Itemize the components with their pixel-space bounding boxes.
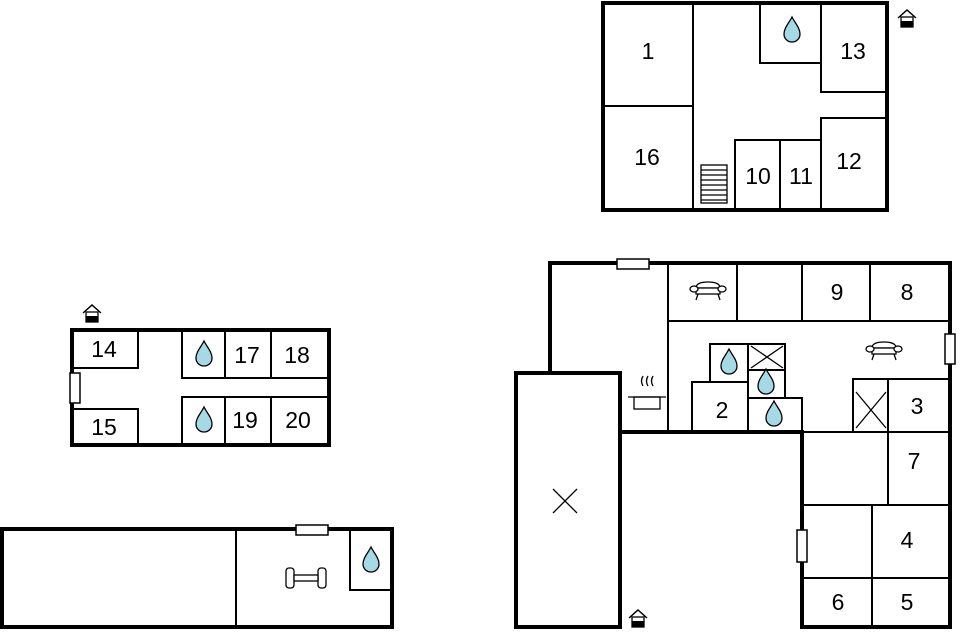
wall xyxy=(349,529,392,591)
water-drop-icon xyxy=(765,400,783,427)
entrance-house-icon xyxy=(897,9,917,28)
wall xyxy=(734,139,822,210)
stairs-icon xyxy=(700,164,728,204)
room-9-label: 9 xyxy=(831,279,844,305)
room-17-label: 17 xyxy=(234,342,260,368)
gym-building-outline xyxy=(0,527,394,629)
room-1-label: 1 xyxy=(642,38,655,64)
dumbbell-icon xyxy=(285,567,327,589)
sofa-icon xyxy=(689,281,727,301)
wall xyxy=(181,396,329,445)
room-18-label: 18 xyxy=(284,342,310,368)
wall xyxy=(802,505,950,627)
wall xyxy=(820,117,887,140)
sofa-icon xyxy=(865,341,903,361)
wall xyxy=(224,397,272,445)
water-drop-icon xyxy=(783,16,801,43)
main-floor-outline xyxy=(514,261,952,629)
cross-icon xyxy=(552,488,578,514)
room-10-label: 10 xyxy=(745,163,771,189)
door xyxy=(69,372,81,404)
cross-icon xyxy=(855,391,887,429)
cooking-pot-icon xyxy=(628,375,666,410)
entrance-house-icon xyxy=(628,609,648,628)
door xyxy=(616,258,650,270)
door xyxy=(295,524,329,536)
room-11-label: 11 xyxy=(789,163,813,189)
water-drop-icon xyxy=(757,368,775,395)
wall xyxy=(759,3,821,64)
wall xyxy=(820,3,887,93)
room-12-label: 12 xyxy=(836,148,862,174)
main-floor: 9 8 2 3 7 4 6 5 xyxy=(514,258,956,629)
room-14-label: 14 xyxy=(91,336,117,362)
room-15-label: 15 xyxy=(91,414,117,440)
wall xyxy=(852,378,950,432)
water-drop-icon xyxy=(195,340,213,367)
room-4-label: 4 xyxy=(901,527,914,553)
room-3-label: 3 xyxy=(911,393,924,419)
room-16-label: 16 xyxy=(634,144,660,170)
room-19-label: 19 xyxy=(232,407,258,433)
water-drop-icon xyxy=(720,348,738,375)
room-20-label: 20 xyxy=(285,407,311,433)
upper-floor: 1 13 16 10 11 12 xyxy=(601,1,917,212)
room-8-label: 8 xyxy=(901,279,914,305)
room-2-label: 2 xyxy=(716,397,729,423)
water-drop-icon xyxy=(362,546,380,573)
wall xyxy=(181,330,329,379)
cross-icon xyxy=(750,345,784,369)
gym-building xyxy=(0,524,394,629)
wall xyxy=(736,263,871,321)
annex-floor: 14 17 18 15 19 20 xyxy=(69,304,331,447)
wall xyxy=(516,371,622,627)
entrance-house-icon xyxy=(82,304,102,323)
room-7-label: 7 xyxy=(908,448,921,474)
wall xyxy=(802,431,950,506)
room-6-label: 6 xyxy=(832,589,845,615)
door xyxy=(796,529,808,563)
wall xyxy=(72,408,139,445)
wall xyxy=(224,330,272,378)
room-5-label: 5 xyxy=(901,589,914,615)
water-drop-icon xyxy=(195,406,213,433)
door xyxy=(944,333,956,365)
room-13-label: 13 xyxy=(840,38,866,64)
wall xyxy=(72,330,139,369)
